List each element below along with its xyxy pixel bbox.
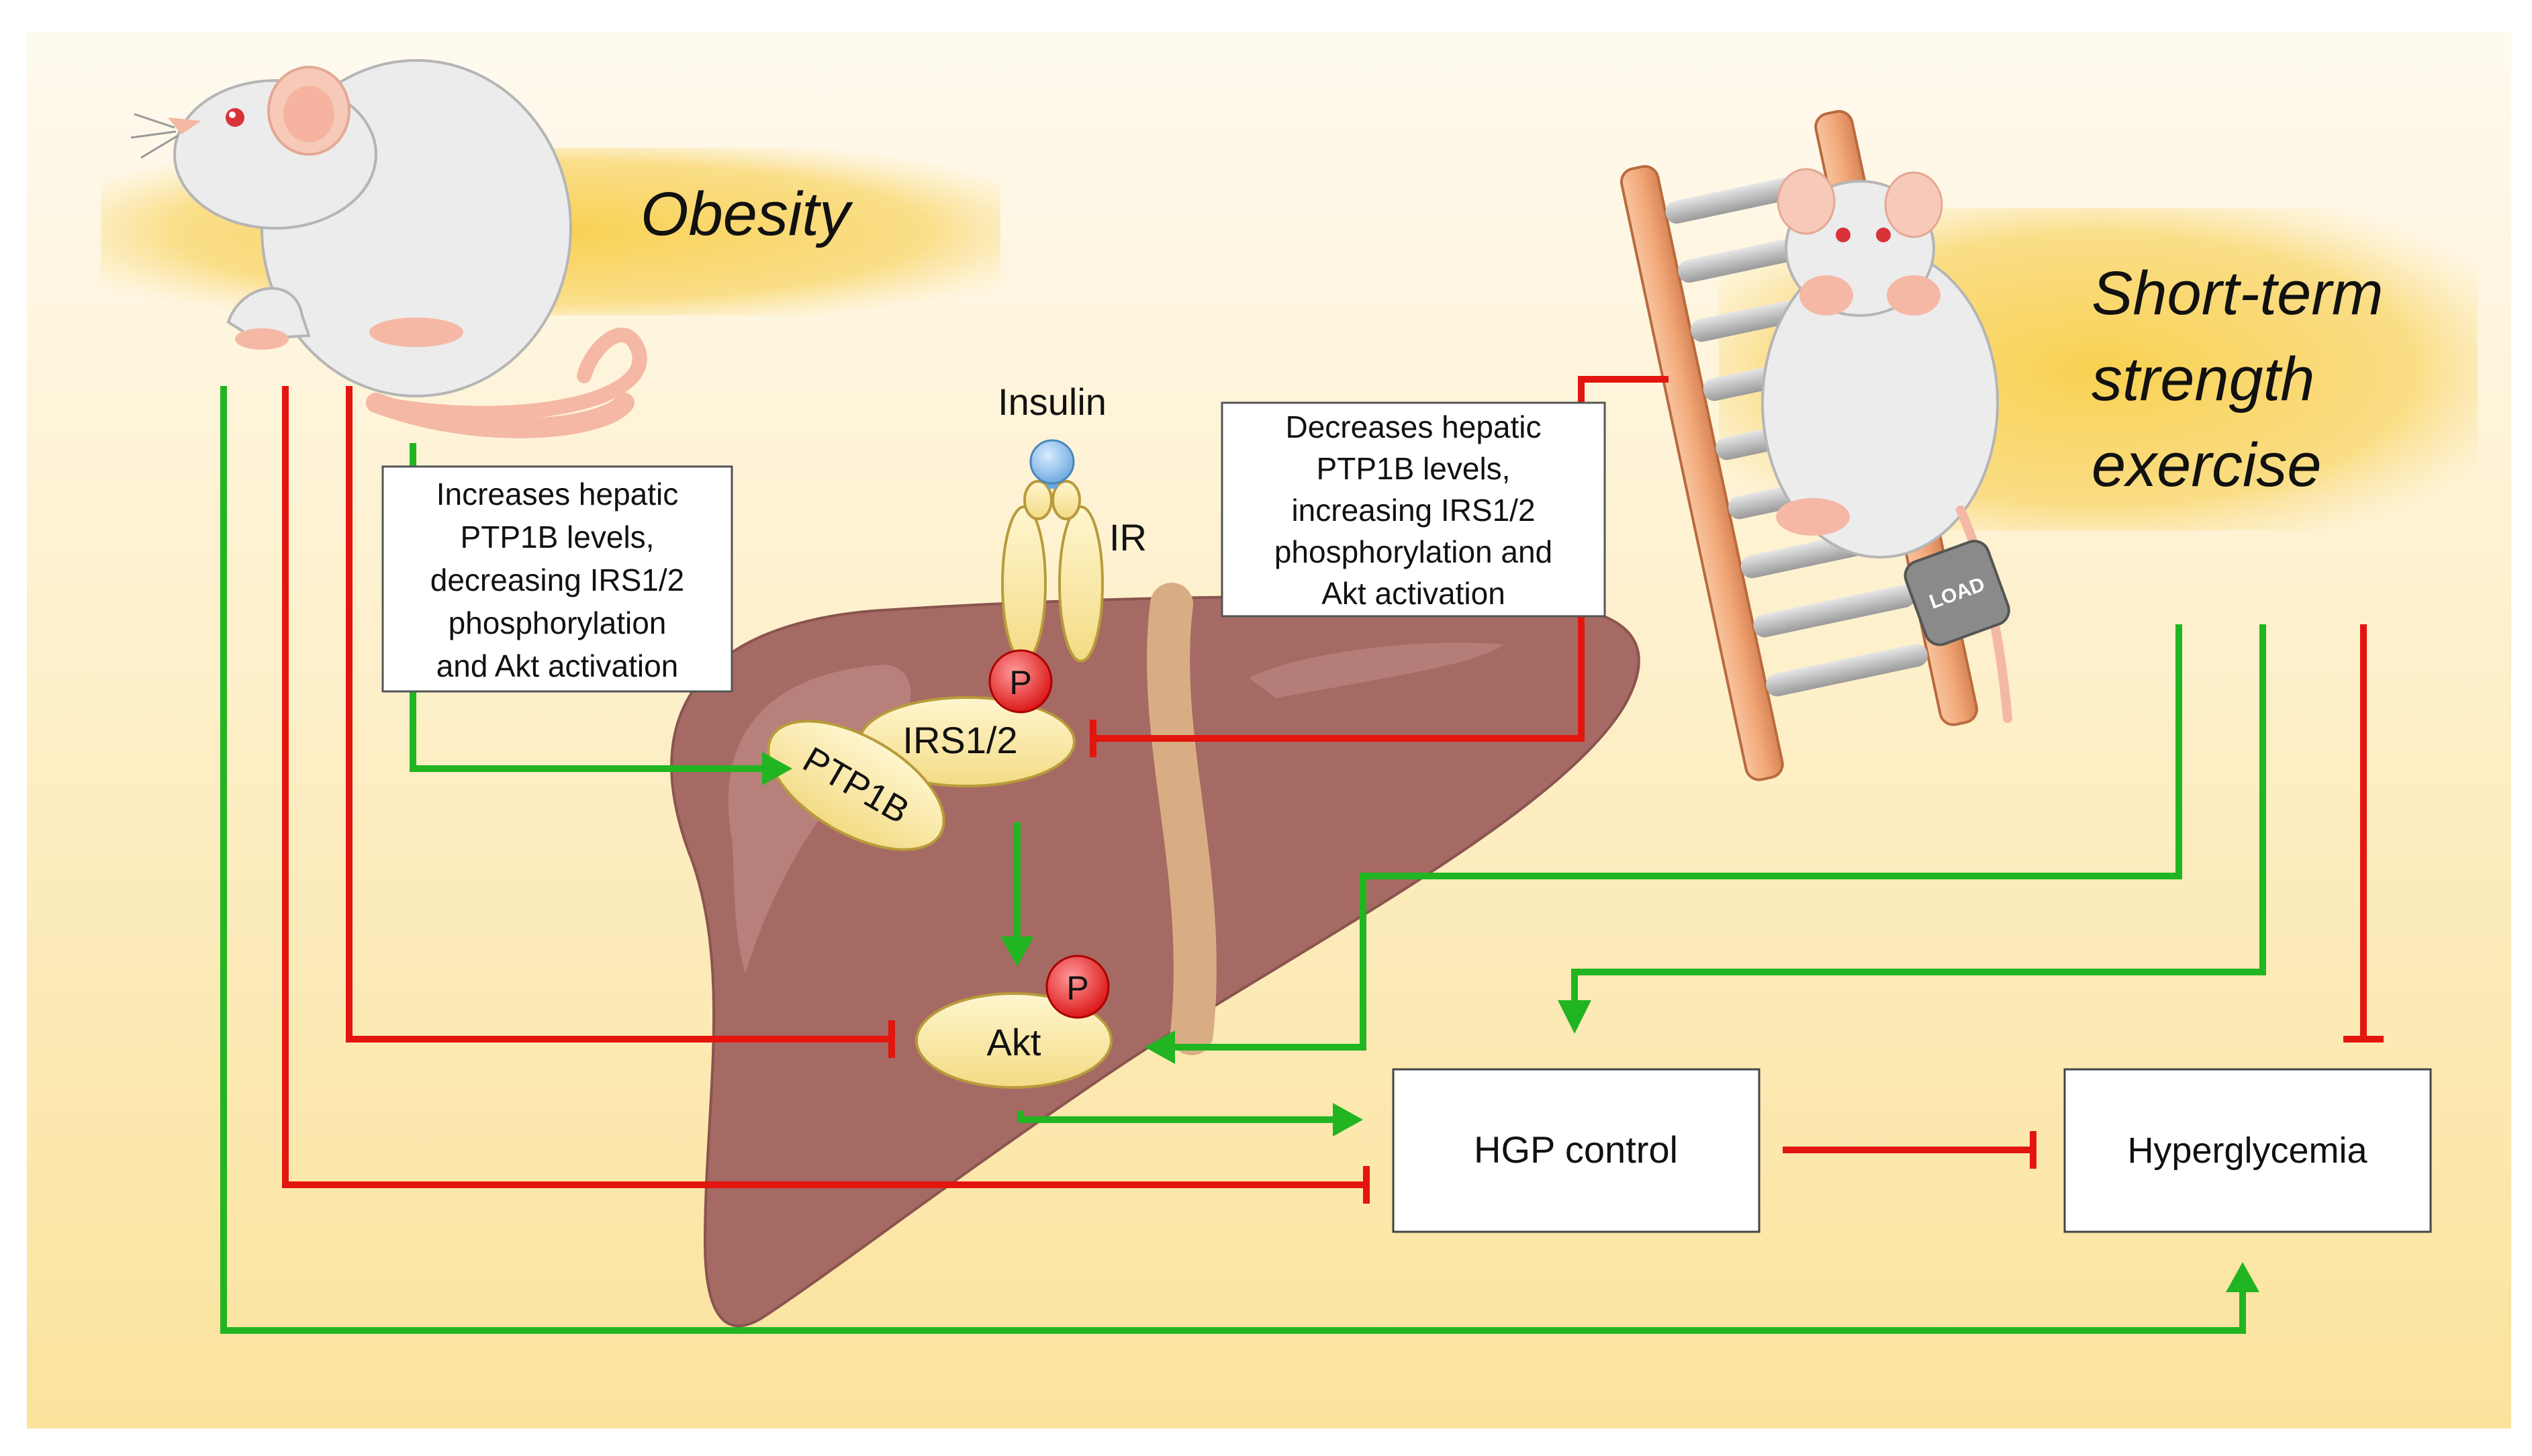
hgp-control-label: HGP control — [1474, 1128, 1678, 1171]
akt-to-hgp-arrowhead — [1333, 1103, 1363, 1136]
obesity-to-ptp1b-arrowhead — [762, 752, 792, 785]
hyperglycemia-label: Hyperglycemia — [2127, 1130, 2367, 1171]
exercise-note-line-1: Decreases hepatic — [1286, 409, 1542, 444]
obesity-note-box: Increases hepatic PTP1B levels, decreasi… — [381, 465, 733, 693]
obesity-title: Obesity — [641, 180, 853, 248]
receptor-label: IR — [1109, 516, 1147, 559]
svg-text:P: P — [1009, 664, 1031, 701]
akt-to-hgp-arrow — [1017, 1111, 1333, 1123]
hgp-control-box: HGP control — [1392, 1068, 1761, 1233]
akt-phospho-badge: P — [1045, 955, 1110, 1019]
obesity-to-hgp-inhibit — [282, 386, 1366, 1188]
exercise-title-line-3: exercise — [2092, 431, 2322, 499]
ladder-mouse-icon: LOAD — [1620, 109, 2012, 781]
obese-mouse-icon — [130, 59, 647, 438]
obesity-to-hyperglycemia-arrow — [220, 386, 2246, 1334]
exercise-title-line-2: strength — [2092, 345, 2314, 414]
exercise-note-line-3: increasing IRS1/2 — [1291, 493, 1535, 528]
insulin-label: Insulin — [998, 381, 1107, 423]
svg-text:P: P — [1066, 969, 1088, 1007]
exercise-note-line-5: Akt activation — [1321, 576, 1505, 611]
obesity-note-line-1: Increases hepatic — [436, 477, 679, 512]
obesity-note-line-3: decreasing IRS1/2 — [430, 563, 684, 597]
exercise-note-box: Decreases hepatic PTP1B levels, increasi… — [1221, 401, 1606, 618]
irs-phospho-badge: P — [988, 649, 1053, 714]
obesity-note-line-2: PTP1B levels, — [461, 520, 655, 554]
akt-node: Akt — [915, 992, 1113, 1089]
irs-to-akt-arrowhead — [1000, 936, 1034, 967]
ptp1b-node: PTP1B — [767, 720, 945, 851]
akt-label: Akt — [987, 1021, 1041, 1063]
hyperglycemia-box: Hyperglycemia — [2063, 1068, 2432, 1233]
obesity-to-hyperglycemia-arrowhead — [2226, 1262, 2259, 1292]
irs-label: IRS1/2 — [902, 719, 1017, 761]
irs-node: IRS1/2 — [858, 696, 1076, 787]
insulin-receptor-icon — [1001, 480, 1104, 663]
exercise-to-akt-arrowhead — [1145, 1030, 1175, 1064]
exercise-to-akt-arrow — [1172, 624, 2182, 1051]
exercise-note-line-2: PTP1B levels, — [1317, 451, 1511, 486]
insulin-icon — [1029, 439, 1075, 489]
obesity-note-line-4: phosphorylation — [449, 605, 667, 640]
exercise-to-hgp-arrow — [1571, 624, 2266, 1004]
exercise-to-hgp-arrowhead — [1558, 1000, 1591, 1034]
obesity-note-line-5: and Akt activation — [436, 648, 679, 683]
obesity-to-akt-inhibit — [346, 386, 892, 1042]
exercise-title-line-1: Short-term — [2092, 259, 2384, 328]
exercise-note-line-4: phosphorylation and — [1274, 534, 1552, 569]
